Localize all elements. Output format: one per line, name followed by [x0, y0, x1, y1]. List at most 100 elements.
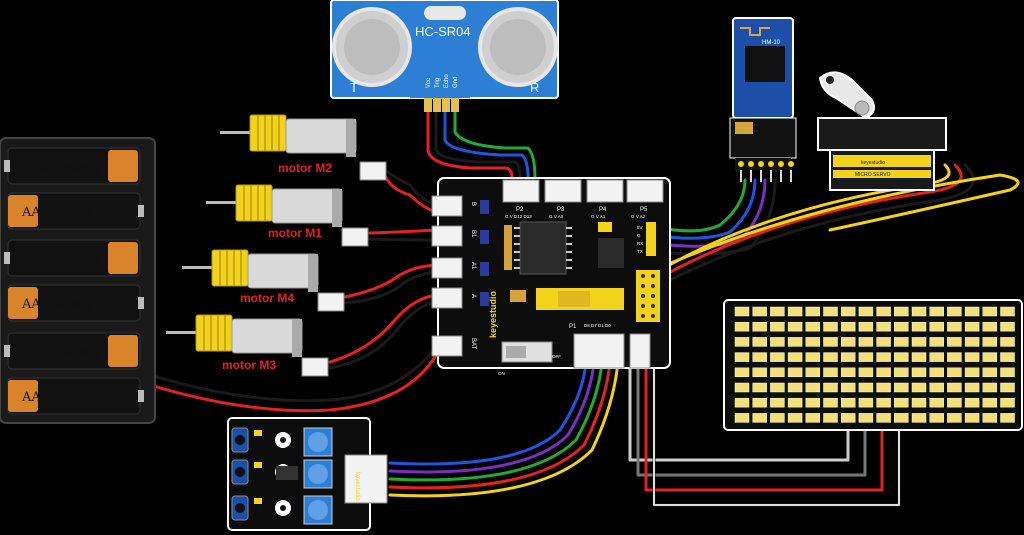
port-p3-label: P3 [557, 207, 565, 213]
led-segment [752, 337, 767, 347]
led-segment [964, 382, 980, 393]
battery-label: AA Battery [29, 252, 103, 267]
led-segment [982, 413, 998, 423]
led-segment [734, 397, 750, 408]
top-ports: P2 P3 P4 P5 G V D12 D13 G V A0 G V A1 G … [502, 179, 664, 219]
motor-m2: motor M2 [220, 114, 387, 181]
led-segment [911, 306, 927, 317]
led-segment [894, 367, 909, 378]
battery-label: AA Battery [21, 390, 95, 405]
led-segment [876, 397, 891, 408]
led-segment [823, 337, 838, 347]
led-segment [858, 397, 874, 408]
led-segment [823, 382, 838, 393]
led-segment [752, 397, 767, 408]
led-segment [947, 413, 962, 423]
led-segment [787, 306, 803, 317]
ir-sensor-channel [231, 427, 333, 457]
led-segment [734, 382, 750, 393]
led-segment [752, 382, 767, 393]
led-segment [1000, 413, 1015, 423]
port-p5-pins: G V A2 [631, 214, 646, 219]
led-segment [734, 337, 750, 347]
led-segment [805, 352, 821, 362]
led-segment [1000, 382, 1015, 393]
motor-m1-label: motor M1 [268, 226, 322, 240]
led-segment [982, 397, 998, 408]
ultrasonic-sensor: HC-SR04 T R Vcc Trig Echo Gnd [330, 0, 559, 112]
led-segment [947, 321, 962, 332]
led-segment [947, 352, 962, 362]
battery-cell: AA Battery [7, 192, 144, 230]
led-segment [858, 337, 874, 347]
led-segment [964, 321, 980, 332]
led-segment [982, 306, 998, 317]
led-segment [858, 306, 874, 317]
led-segment [770, 352, 785, 362]
led-segment [947, 306, 962, 317]
led-segment [964, 397, 980, 408]
switch-off: OFF [552, 354, 561, 359]
port-p1-label: P1 [569, 324, 577, 330]
led-segment [876, 352, 891, 362]
led-segment [982, 337, 998, 347]
port-p2-pins: G V D12 D13 [505, 214, 532, 219]
led-segment [1000, 352, 1015, 362]
led-segment [787, 337, 803, 347]
led-segment [982, 367, 998, 378]
bt-pin-g: G [637, 233, 641, 238]
led-segment [911, 321, 927, 332]
port-p4-label: P4 [599, 207, 607, 213]
motor-m3-label: motor M3 [222, 358, 276, 372]
led-segment [787, 367, 803, 378]
motor-ports: B B1 A1 A BAT [431, 195, 489, 357]
led-segment [964, 413, 980, 423]
led-segment [734, 321, 750, 332]
bt-pin-rx: RX [637, 241, 643, 246]
led-segment [964, 306, 980, 317]
sensor-model-label: HC-SR04 [415, 24, 471, 39]
led-segment [929, 306, 944, 317]
led-segment [929, 382, 944, 393]
led-segment [982, 382, 998, 393]
led-segment [964, 352, 980, 362]
led-segment [876, 337, 891, 347]
motor-port-b1: B1 [470, 230, 476, 238]
motor-port-b: B [470, 202, 476, 206]
led-segment [823, 321, 838, 332]
led-segment [770, 382, 785, 393]
port-p3-pins: G V A0 [549, 214, 564, 219]
battery-label: AA Battery [21, 297, 95, 312]
led-segment [770, 367, 785, 378]
led-segment [823, 306, 838, 317]
led-segment [1000, 321, 1015, 332]
led-segment [770, 321, 785, 332]
led-segment [911, 382, 927, 393]
led-segment [805, 337, 821, 347]
led-segment [787, 352, 803, 362]
battery-cell: AA Battery [4, 239, 141, 277]
motor-m3: motor M3 [166, 314, 329, 377]
led-segment [982, 321, 998, 332]
led-segment [911, 337, 927, 347]
led-segment [947, 382, 962, 393]
led-segment [911, 367, 927, 378]
micro-servo: keyestudio MICRO SERVO [817, 71, 947, 191]
led-segment [805, 306, 821, 317]
led-segment [858, 321, 874, 332]
led-segment [858, 382, 874, 393]
led-segment [876, 321, 891, 332]
led-segment [947, 337, 962, 347]
led-segment [876, 367, 891, 378]
led-segment [894, 397, 909, 408]
led-segment [894, 352, 909, 362]
led-segment [1000, 306, 1015, 317]
led-segment [805, 382, 821, 393]
battery-cell: AA Battery [7, 377, 144, 415]
led-segment [823, 367, 838, 378]
led-segment [929, 337, 944, 347]
led-segment [1000, 367, 1015, 378]
led-segment [787, 397, 803, 408]
led-segment [911, 413, 927, 423]
led-segment [840, 321, 856, 332]
